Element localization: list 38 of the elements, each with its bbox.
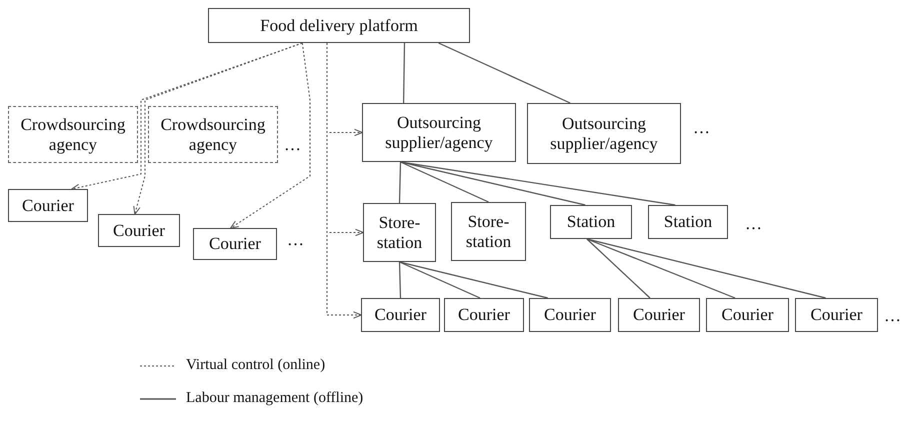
connector-line — [399, 261, 548, 299]
connector-line — [398, 262, 402, 298]
legend-text: Labour management (offline) — [186, 389, 364, 407]
connector-line — [398, 162, 402, 204]
process-box: Courier — [193, 228, 277, 260]
process-box: Courier — [361, 298, 440, 332]
connector-line — [438, 42, 570, 104]
ellipsis-mark: … — [745, 214, 762, 234]
process-box: Courier — [706, 298, 789, 332]
process-box: Store-station — [451, 202, 526, 261]
connector-line — [399, 261, 480, 299]
process-box: Courier — [618, 298, 700, 332]
process-box: Station — [550, 205, 632, 239]
process-box: Store-station — [363, 203, 436, 262]
ellipsis-mark: … — [284, 135, 301, 155]
dashed-agency-box: Crowdsourcing agency — [148, 106, 278, 163]
connector-line — [400, 161, 586, 206]
process-box: Food delivery platform — [208, 8, 470, 43]
connector-line — [402, 43, 406, 103]
ellipsis-mark: … — [693, 118, 710, 138]
process-box: Courier — [444, 298, 524, 332]
process-box: Station — [648, 205, 728, 239]
process-box: Courier — [98, 214, 180, 247]
connector-line — [586, 238, 736, 299]
legend-text: Virtual control (online) — [186, 356, 326, 374]
process-box: Courier — [795, 298, 878, 332]
ellipsis-mark: … — [884, 306, 901, 326]
process-box: Courier — [8, 189, 88, 222]
connector-line — [586, 238, 650, 298]
process-box: Courier — [529, 298, 611, 332]
ellipsis-mark: … — [287, 230, 304, 250]
dashed-agency-box: Crowdsourcing agency — [8, 106, 138, 163]
arrow — [133, 42, 303, 215]
process-box: Outsourcing supplier/agency — [527, 103, 681, 164]
process-box: Outsourcing supplier/agency — [362, 103, 516, 162]
connector-line — [400, 161, 489, 203]
arrow — [230, 42, 310, 229]
connector-line — [586, 238, 826, 299]
